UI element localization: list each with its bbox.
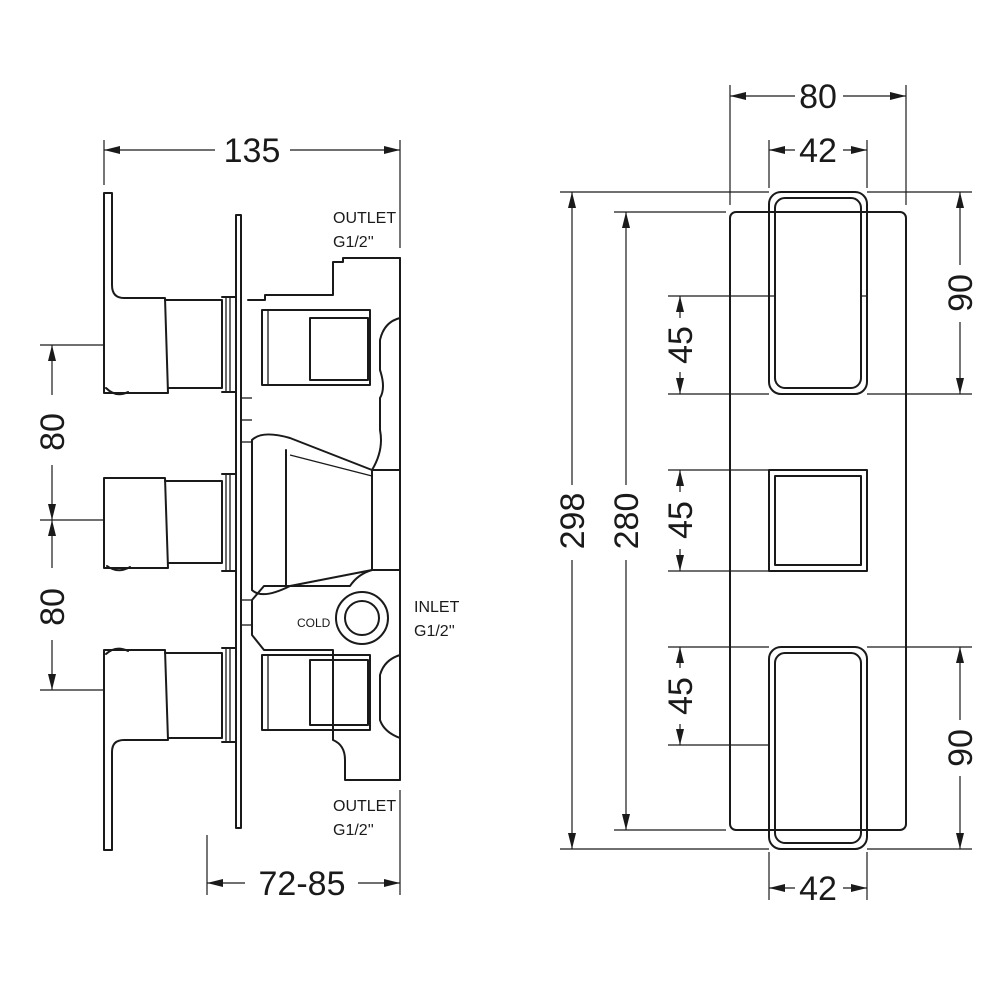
valve-body [247,257,401,781]
top-lever-tip [105,387,129,396]
svg-text:90: 90 [942,729,980,767]
svg-text:42: 42 [799,870,837,908]
dim-upper-spacing: 80 [34,344,104,521]
middle-cartridge [164,480,223,564]
svg-text:45: 45 [662,326,700,364]
inlet-size: G1/2'' [414,623,455,640]
dim-overall-height: 298 [554,191,769,850]
svg-text:72-85: 72-85 [259,865,346,903]
outlet-top-size: G1/2'' [333,234,374,251]
svg-text:80: 80 [34,413,72,451]
middle-control-front [768,469,868,572]
side-cover-plate [235,214,242,829]
dim-top-square: 45 [662,295,769,395]
inlet-fitting-outer [335,591,389,645]
svg-text:280: 280 [608,493,646,550]
upper-outlet-block [261,309,371,386]
bottom-lever-handle [103,649,169,851]
dim-middle-square: 45 [662,469,769,572]
dim-handle-width-bottom: 42 [768,852,868,908]
dim-plate-width: 80 [729,78,907,205]
top-lever-handle [103,192,169,394]
outlet-top-label: OUTLET [333,210,396,227]
top-handle-front [768,191,868,395]
lower-outlet-block [261,654,371,731]
svg-text:42: 42 [799,132,837,170]
outlet-bottom-size: G1/2'' [333,822,374,839]
dim-handle-width-top: 42 [768,132,868,188]
bottom-handle-front [768,646,868,850]
dim-wall-depth: 72-85 [206,790,401,903]
front-view: 80 42 42 [554,78,980,908]
dim-lower-spacing: 80 [34,520,104,691]
top-spindle [221,296,237,393]
bottom-cartridge [164,652,223,739]
svg-text:80: 80 [799,78,837,116]
dim-top-handle-height: 90 [867,191,980,395]
middle-spindle [221,473,237,572]
outlet-bottom-label: OUTLET [333,798,396,815]
front-cover-plate [729,211,907,831]
svg-text:90: 90 [942,274,980,312]
middle-control-knob [103,477,169,569]
svg-text:80: 80 [34,588,72,626]
tapered-body [251,433,373,596]
inlet-fitting-inner [344,600,380,636]
svg-text:45: 45 [662,677,700,715]
side-view: OUTLET G1/2'' INLET G1/2'' COLD OUTLET G… [34,132,460,903]
inlet-label: INLET [414,599,460,616]
top-cartridge [164,299,223,389]
dim-bottom-square: 45 [662,646,769,746]
svg-text:135: 135 [224,132,281,170]
svg-text:45: 45 [662,501,700,539]
svg-text:298: 298 [554,493,592,550]
dim-overall-depth: 135 [103,132,401,248]
dim-plate-height: 280 [608,211,726,831]
bottom-spindle [221,647,237,743]
cold-label: COLD [297,616,331,630]
dim-bottom-handle-height: 90 [867,646,980,850]
